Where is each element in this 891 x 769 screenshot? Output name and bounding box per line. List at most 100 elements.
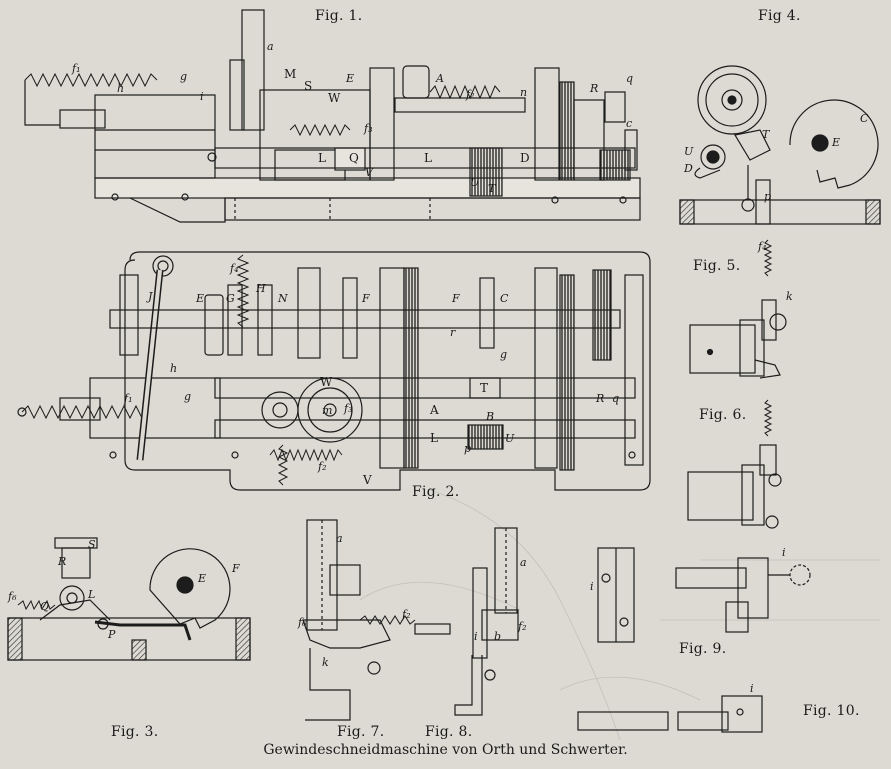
fig4-label: Fig 4. — [758, 8, 801, 24]
ann-fig1-M: M — [284, 67, 296, 81]
ann-fig2-g2: g — [184, 390, 191, 403]
ann-fig8-b: b — [494, 630, 501, 643]
ann-fig4-D: D — [683, 162, 693, 175]
ann-fig1-f1: f₁ — [71, 62, 80, 75]
fig1-annotations: a f₁ g h i M S W E A f₂ n f₃ R q c L Q L… — [71, 40, 633, 195]
fig3-section — [7, 537, 251, 661]
ann-fig1-g: g — [180, 70, 187, 83]
ann-fig1-h: h — [117, 82, 124, 95]
ann-fig8-a: a — [520, 556, 527, 569]
fig7-label: Fig. 7. — [337, 724, 385, 740]
fig4-annotations: C E U T D p — [683, 112, 869, 203]
ann-fig2-h: h — [170, 362, 177, 375]
ann-fig2-f3: f₃ — [343, 402, 352, 415]
ann-fig2-L: L — [430, 431, 438, 445]
ann-fig1-f2: f₂ — [465, 88, 474, 101]
ann-fig2-U: U — [505, 432, 515, 445]
ann-fig9-i2: i — [782, 546, 786, 559]
ann-fig3-Q: Q — [40, 600, 49, 613]
ann-fig3-f6: f₆ — [7, 590, 17, 603]
ann-fig1-A: A — [435, 72, 444, 85]
ann-fig4-C: C — [860, 112, 869, 125]
ann-fig9-i1: i — [590, 580, 594, 593]
ann-fig10-i: i — [750, 682, 754, 695]
ann-fig2-F1: F — [361, 292, 370, 305]
ann-fig3-E: E — [197, 572, 206, 585]
ann-fig2-R: R — [595, 392, 604, 405]
fig8-detail — [454, 527, 519, 716]
ann-fig1-f3: f₃ — [363, 122, 372, 135]
fig1-label: Fig. 1. — [315, 8, 363, 24]
ann-fig4-T: T — [762, 128, 771, 141]
ann-fig2-r: r — [450, 326, 456, 339]
ann-fig3-R: R — [57, 555, 66, 568]
ann-fig2-C: C — [500, 292, 509, 305]
ann-fig1-a: a — [267, 40, 274, 53]
fig7-annotations: a f₂ f₆ k — [297, 532, 410, 669]
ann-fig7-f2: f₂ — [401, 608, 410, 621]
ann-fig1-q: q — [626, 72, 633, 85]
fig9-label: Fig. 9. — [679, 641, 727, 657]
fig2-plan — [17, 251, 651, 491]
ann-fig1-D: D — [520, 151, 530, 165]
ann-fig2-A: A — [429, 403, 439, 417]
background-ghost-lines — [359, 489, 880, 741]
ann-fig2-E: E — [195, 292, 204, 305]
fig1-elevation — [24, 9, 641, 223]
ann-fig7-a: a — [336, 532, 343, 545]
ann-fig2-N: N — [277, 292, 288, 305]
fig10-annotations: i — [750, 682, 754, 695]
fig5-annotations: f₄ k — [757, 240, 793, 303]
ann-fig1-L1: L — [318, 151, 326, 165]
ann-fig3-P: P — [107, 628, 116, 641]
ann-fig3-S: S — [88, 538, 96, 551]
ann-fig1-S: S — [304, 79, 312, 93]
ann-fig2-T: T — [480, 381, 488, 395]
ann-fig5-k: k — [786, 290, 793, 303]
plate-caption: Gewindeschneidmaschine von Orth und Schw… — [263, 742, 628, 758]
ann-fig3-L: L — [87, 588, 95, 601]
ann-fig5-f4: f₄ — [757, 240, 766, 253]
ann-fig1-U: U — [470, 176, 480, 189]
ann-fig2-q: q — [612, 392, 619, 405]
fig10-detail — [577, 695, 763, 733]
ann-fig2-V: V — [362, 473, 372, 487]
fig3-annotations: S R L Q E F f₆ P — [7, 538, 240, 641]
ann-fig1-W: W — [328, 91, 341, 105]
ann-fig4-E: E — [831, 136, 840, 149]
ann-fig8-i: i — [474, 630, 478, 643]
ann-fig4-U: U — [684, 145, 694, 158]
fig3-label: Fig. 3. — [111, 724, 159, 740]
ann-fig1-n: n — [520, 86, 527, 99]
fig4-section — [679, 65, 881, 225]
ann-fig1-Q: Q — [349, 151, 359, 165]
ann-fig2-g: g — [500, 348, 507, 361]
fig9-detail — [597, 547, 811, 643]
ann-fig1-E: E — [345, 72, 354, 85]
ann-fig4-p: p — [764, 190, 771, 203]
ann-fig3-F: F — [231, 562, 240, 575]
ann-fig2-B: B — [485, 410, 494, 423]
fig5-label: Fig. 5. — [693, 258, 741, 274]
ann-fig2-f2: f₂ — [317, 460, 326, 473]
fig10-label: Fig. 10. — [803, 703, 860, 719]
ann-fig1-c: c — [626, 117, 632, 130]
ann-fig1-R: R — [589, 82, 598, 95]
ann-fig7-k: k — [322, 656, 329, 669]
ann-fig2-f1: f₁ — [123, 392, 132, 405]
fig8-annotations: a i b f₂ — [474, 556, 527, 643]
ann-fig2-H: H — [255, 282, 266, 295]
ann-fig2-F2: F — [451, 292, 460, 305]
ann-fig2-m: m — [322, 404, 332, 417]
fig2-annotations: J E G H N F F C f₄ h r g W T A B R q f₁ … — [123, 262, 619, 487]
ann-fig2-J: J — [146, 290, 153, 303]
fig6-detail — [687, 399, 782, 529]
ann-fig2-p: p — [464, 442, 471, 455]
ann-fig1-i: i — [200, 90, 204, 103]
fig6-label: Fig. 6. — [699, 407, 747, 423]
ann-fig1-T: T — [488, 182, 497, 195]
fig5-detail — [689, 239, 787, 379]
fig8-label: Fig. 8. — [425, 724, 473, 740]
ann-fig8-f2: f₂ — [517, 620, 526, 633]
